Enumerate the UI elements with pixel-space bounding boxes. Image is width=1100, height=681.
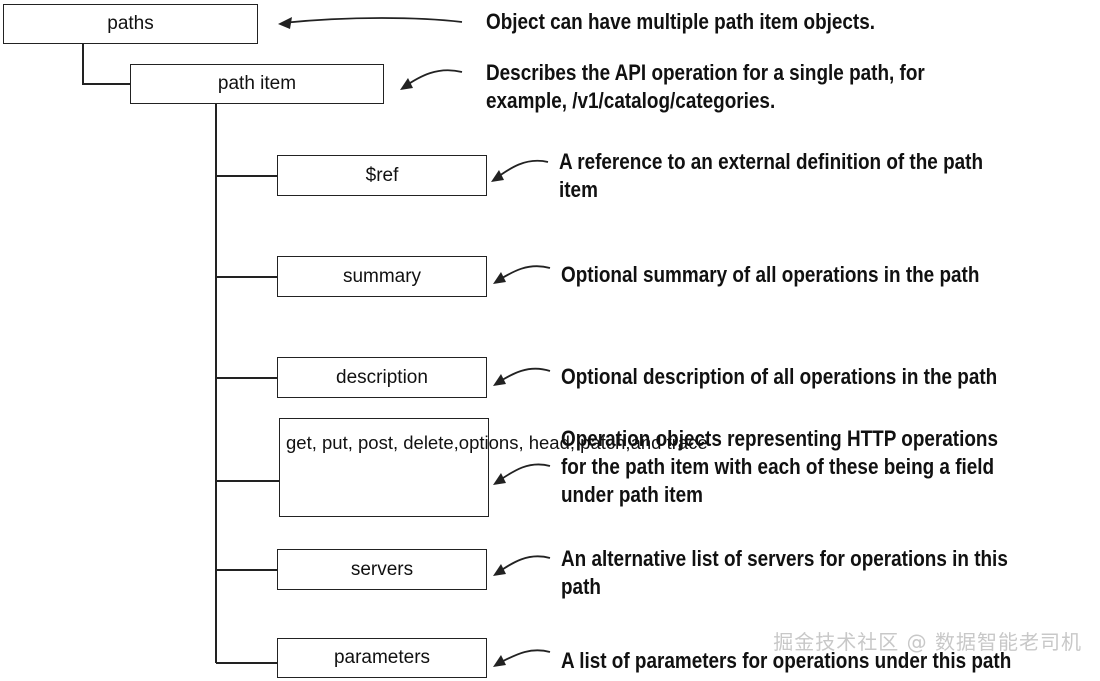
node-summary: summary [277,256,487,297]
node-operations-line-3: and trace [630,432,708,453]
arrowhead-paths [278,17,292,29]
arrowhead-operations [493,473,506,485]
note-ref-line-2: item [559,177,598,202]
arrowhead-servers [493,564,506,576]
note-servers: An alternative list of servers for opera… [561,545,1008,601]
arrowhead-parameters [493,655,506,667]
callout-arrow-path-item [403,69,463,88]
note-summary: Optional summary of all operations in th… [561,261,979,289]
node-ref: $ref [277,155,487,196]
arrowhead-path-item [400,78,413,90]
note-description-line-1: Optional description of all operations i… [561,364,998,389]
arrowhead-summary [493,272,506,284]
callout-arrow-description [496,367,551,384]
node-paths: paths [3,4,258,44]
node-path-item: path item [130,64,384,104]
note-parameters: A list of parameters for operations unde… [561,647,1011,675]
note-ref: A reference to an external definition of… [559,148,983,204]
note-paths: Object can have multiple path item objec… [486,8,875,36]
callout-arrow-operations [496,463,551,483]
note-servers-line-1: An alternative list of servers for opera… [561,546,1008,571]
arrowhead-description [493,374,506,386]
callout-arrow-servers [496,555,551,574]
note-operations-line-2: for the path item with each of these bei… [561,454,995,479]
note-path-item: Describes the API operation for a single… [486,59,925,115]
node-operations-line-1: get, put, post, delete, [286,432,459,453]
note-description: Optional description of all operations i… [561,363,997,391]
node-description: description [277,357,487,398]
note-operations: Operation objects representing HTTP oper… [561,425,998,509]
node-parameters: parameters [277,638,487,678]
note-operations-line-3: under path item [561,482,703,507]
callout-arrow-ref [494,159,549,180]
callout-arrow-parameters [496,649,551,665]
note-path-item-line-2: example, /v1/catalog/categories. [486,88,776,113]
node-operations: get, put, post, delete, options, head, p… [279,418,708,517]
node-servers: servers [277,549,487,590]
note-path-item-line-1: Describes the API operation for a single… [486,60,925,85]
callout-arrow-paths [281,17,463,24]
tree-connector-paths [82,44,130,85]
note-parameters-line-1: A list of parameters for operations unde… [561,648,1012,673]
note-operations-line-1: Operation objects representing HTTP oper… [561,426,999,451]
note-servers-line-2: path [561,574,601,599]
arrowhead-ref [491,170,504,182]
note-paths-line-1: Object can have multiple path item objec… [486,9,876,34]
note-ref-line-1: A reference to an external definition of… [559,149,984,174]
node-operations-line-2: options, head, patch, [458,432,631,453]
callout-arrow-summary [496,265,551,282]
watermark: 掘金技术社区 @ 数据智能老司机 [773,630,1082,654]
note-summary-line-1: Optional summary of all operations in th… [561,262,980,287]
